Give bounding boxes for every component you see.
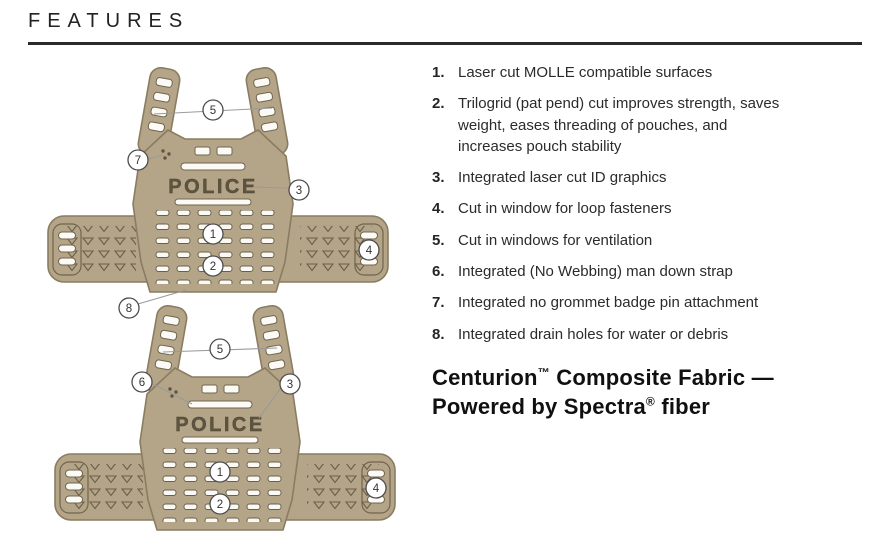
- page-title: FEATURES: [28, 10, 190, 32]
- feature-item-6: 6. Integrated (No Webbing) man down stra…: [432, 261, 870, 282]
- feature-item-7: 7. Integrated no grommet badge pin attac…: [432, 292, 870, 313]
- callout-2-bottom: 2: [209, 493, 231, 515]
- feature-item-3: 3. Integrated laser cut ID graphics: [432, 167, 870, 188]
- page-header: FEATURES: [28, 10, 862, 45]
- svg-text:1: 1: [217, 467, 223, 479]
- top-vest: 5 7 3 1 2: [47, 65, 389, 319]
- callout-3-bottom: 3: [258, 373, 301, 419]
- svg-text:3: 3: [287, 379, 293, 391]
- feature-number: 3.: [432, 169, 445, 187]
- callout-4-bottom: 4: [365, 477, 387, 499]
- svg-text:5: 5: [217, 344, 223, 356]
- svg-text:6: 6: [139, 377, 145, 389]
- svg-text:2: 2: [210, 261, 216, 273]
- feature-number: 6.: [432, 263, 445, 281]
- trademark-symbol: ™: [537, 365, 550, 380]
- callout-5-bottom: 5: [162, 338, 278, 360]
- callout-7: 7: [127, 149, 163, 171]
- feature-text: Integrated no grommet badge pin attachme…: [458, 294, 759, 312]
- registered-symbol: ®: [645, 394, 656, 409]
- bottom-vest: 5 6 3 1 2: [54, 303, 396, 531]
- svg-text:4: 4: [373, 483, 380, 495]
- svg-text:4: 4: [366, 245, 373, 257]
- svg-text:2: 2: [217, 499, 223, 511]
- tagline-line1: Centurion™ Composite Fabric —: [432, 364, 774, 390]
- feature-text: Trilogrid (pat pend) cut improves streng…: [458, 95, 780, 155]
- feature-text: Cut in window for loop fasteners: [458, 200, 672, 218]
- callout-1: 1: [202, 223, 224, 245]
- features-column: 1. Laser cut MOLLE compatible surfaces 2…: [432, 62, 870, 421]
- feature-item-4: 4. Cut in window for loop fasteners: [432, 198, 870, 219]
- feature-number: 1.: [432, 64, 445, 81]
- feature-item-8: 8. Integrated drain holes for water or d…: [432, 324, 870, 345]
- fabric-tagline: Centurion™ Composite Fabric — Powered by…: [432, 363, 870, 421]
- callout-8: 8: [118, 289, 187, 319]
- features-list: 1. Laser cut MOLLE compatible surfaces 2…: [432, 62, 870, 345]
- feature-text: Integrated (No Webbing) man down strap: [458, 263, 733, 281]
- vest-illustration: POLICE 5 7: [16, 58, 431, 538]
- callout-4: 4: [358, 239, 380, 261]
- callout-3: 3: [252, 179, 310, 201]
- header-rule: [28, 42, 862, 45]
- feature-item-2: 2. Trilogrid (pat pend) cut improves str…: [432, 93, 870, 157]
- feature-text: Integrated laser cut ID graphics: [458, 169, 667, 187]
- callout-1-bottom: 1: [209, 461, 231, 483]
- svg-text:3: 3: [296, 185, 302, 197]
- svg-text:5: 5: [210, 105, 216, 117]
- callout-5: 5: [153, 99, 273, 121]
- feature-number: 4.: [432, 200, 445, 218]
- svg-text:8: 8: [126, 303, 132, 315]
- feature-number: 5.: [432, 231, 445, 249]
- feature-text: Cut in windows for ventilation: [458, 231, 653, 249]
- feature-text: Laser cut MOLLE compatible surfaces: [458, 64, 713, 81]
- callout-6: 6: [131, 371, 193, 405]
- feature-item-1: 1. Laser cut MOLLE compatible surfaces: [432, 62, 870, 83]
- feature-number: 7.: [432, 294, 445, 312]
- tagline-line2: Powered by Spectra® fiber: [432, 394, 711, 419]
- svg-text:7: 7: [135, 155, 141, 167]
- feature-number: 8.: [432, 325, 445, 343]
- feature-number: 2.: [432, 95, 445, 113]
- feature-text: Integrated drain holes for water or debr…: [458, 325, 729, 343]
- feature-item-5: 5. Cut in windows for ventilation: [432, 230, 870, 251]
- vest-diagram: POLICE 5 7: [47, 65, 396, 531]
- callout-2: 2: [202, 255, 224, 277]
- svg-text:1: 1: [210, 229, 216, 241]
